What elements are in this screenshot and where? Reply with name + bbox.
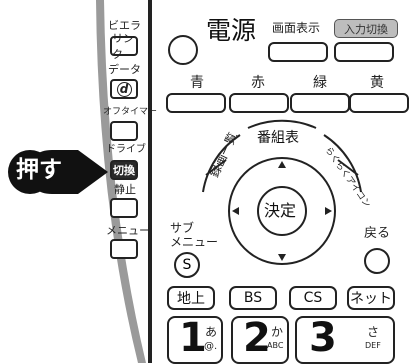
stop-label: 静止 xyxy=(114,183,136,196)
menu-label: メニュー xyxy=(106,224,150,237)
switch-button[interactable]: 切換 xyxy=(110,160,138,180)
display-button[interactable] xyxy=(268,42,328,62)
right-arrow-icon xyxy=(325,207,332,215)
input-switch-button[interactable] xyxy=(334,42,394,62)
net-button[interactable]: ネット xyxy=(347,286,395,310)
power-button[interactable] xyxy=(168,35,198,65)
up-arrow-icon xyxy=(278,161,286,168)
offtimer-button[interactable] xyxy=(110,121,138,141)
number-key-2-kana: か xyxy=(271,325,284,339)
down-arrow-icon xyxy=(278,254,286,261)
offtimer-label: オフタイマー xyxy=(103,107,158,117)
terrestrial-button[interactable]: 地上 xyxy=(167,286,215,310)
link-button[interactable]: リンク xyxy=(110,32,138,61)
back-label: 戻る xyxy=(364,226,391,241)
drive-label: ドライブ xyxy=(106,144,146,155)
red-button[interactable] xyxy=(229,93,289,113)
menu-button[interactable] xyxy=(110,239,138,259)
color-label-green: 緑 xyxy=(313,75,327,91)
input-switch-label: 入力切換 xyxy=(334,19,398,38)
display-label: 画面表示 xyxy=(272,21,321,35)
number-key-3-digit: 3 xyxy=(309,316,337,361)
guide-label: 番組表 xyxy=(257,130,299,146)
data-button[interactable]: d xyxy=(110,79,138,99)
cs-button[interactable]: CS xyxy=(289,286,337,310)
submenu-button[interactable]: S xyxy=(174,252,200,278)
biera-label: ビエラ xyxy=(108,19,141,32)
number-key-2-sub: ABC xyxy=(267,341,284,350)
press-label: 押す xyxy=(16,157,62,183)
number-key-2-digit: 2 xyxy=(243,316,271,361)
power-label: 電源 xyxy=(206,16,257,45)
bs-button[interactable]: BS xyxy=(229,286,277,310)
color-label-red: 赤 xyxy=(251,75,265,91)
color-label-yellow: 黄 xyxy=(370,75,384,91)
number-key-3-kana: さ xyxy=(367,325,380,339)
yellow-button[interactable] xyxy=(349,93,409,113)
number-key-2[interactable]: 2 か ABC xyxy=(231,316,289,364)
number-key-1-sub: @. xyxy=(204,341,218,352)
back-button[interactable] xyxy=(364,248,390,274)
ok-label: 決定 xyxy=(264,201,297,220)
guide-button[interactable] xyxy=(238,125,326,147)
number-key-1[interactable]: 1 あ @. xyxy=(167,316,223,364)
color-label-blue: 青 xyxy=(190,75,204,91)
blue-button[interactable] xyxy=(166,93,226,113)
stop-button[interactable] xyxy=(110,198,138,218)
data-d-icon: d xyxy=(112,81,136,97)
number-key-3-sub: DEF xyxy=(365,341,381,350)
switch-button-label: 切換 xyxy=(113,164,135,177)
submenu-label-2: メニュー xyxy=(170,235,219,249)
number-key-1-kana: あ xyxy=(205,325,218,339)
data-label: データ xyxy=(108,63,141,76)
number-key-3[interactable]: 3 さ DEF xyxy=(295,316,395,364)
submenu-label-1: サブ xyxy=(170,221,195,235)
left-arrow-icon xyxy=(232,207,239,215)
number-key-1-digit: 1 xyxy=(179,316,207,361)
